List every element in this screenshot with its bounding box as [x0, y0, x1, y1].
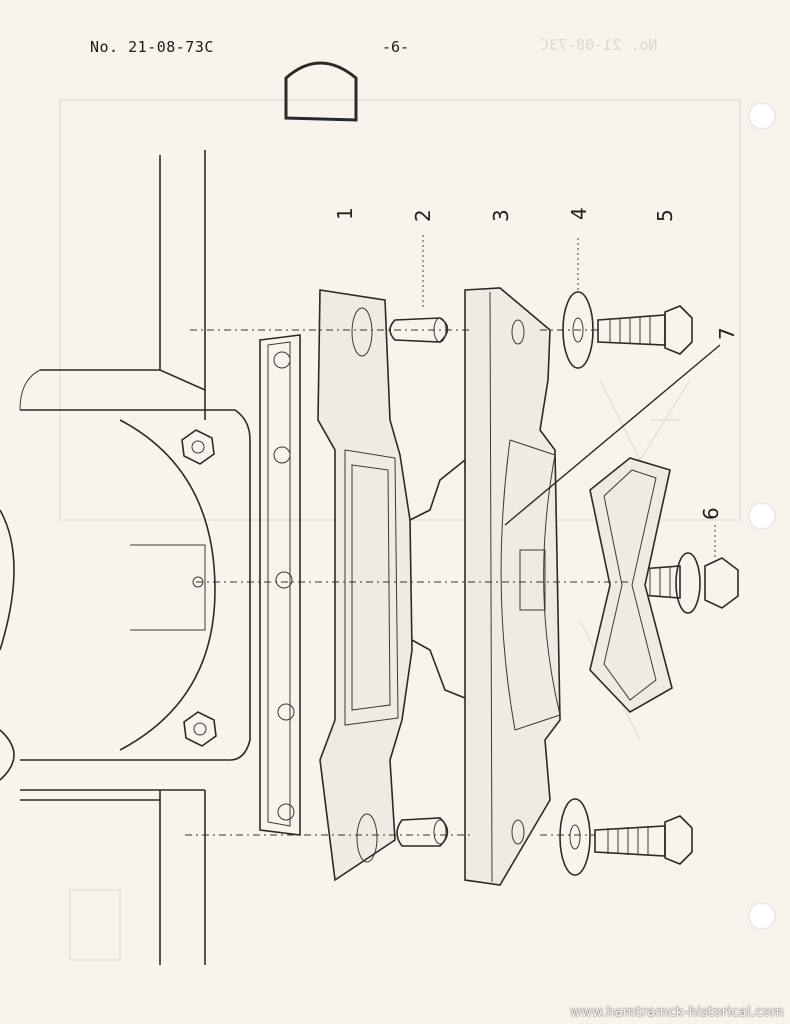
document-number: No. 21-08-73C [90, 38, 214, 56]
callout-4: 4 [567, 207, 591, 220]
callout-3: 3 [489, 209, 513, 222]
mounting-plate [259, 334, 301, 836]
callout-numbers: 1 2 3 4 5 6 7 [333, 207, 739, 520]
frame-structure [0, 150, 251, 965]
binder-hole [748, 102, 776, 130]
center-lines [185, 235, 716, 836]
callout-5: 5 [653, 209, 677, 222]
binder-hole [748, 502, 776, 530]
binder-hole [748, 902, 776, 930]
section-letter-d [284, 61, 358, 122]
callout-6: 6 [699, 507, 723, 520]
part-5-bolts [594, 305, 693, 865]
frame-nuts [181, 429, 217, 747]
website-watermark[interactable]: www.hamtramck-historical.com [570, 1005, 784, 1020]
callout-7: 7 [715, 327, 739, 340]
part-7-pad [589, 457, 673, 714]
part-1-bracket [317, 289, 471, 882]
callout-2: 2 [411, 209, 435, 222]
leader-line-7 [504, 344, 721, 526]
page-number: -6- [382, 38, 410, 56]
part-4-washers [559, 291, 594, 876]
callout-1: 1 [333, 207, 357, 220]
part-3-member [464, 287, 561, 886]
